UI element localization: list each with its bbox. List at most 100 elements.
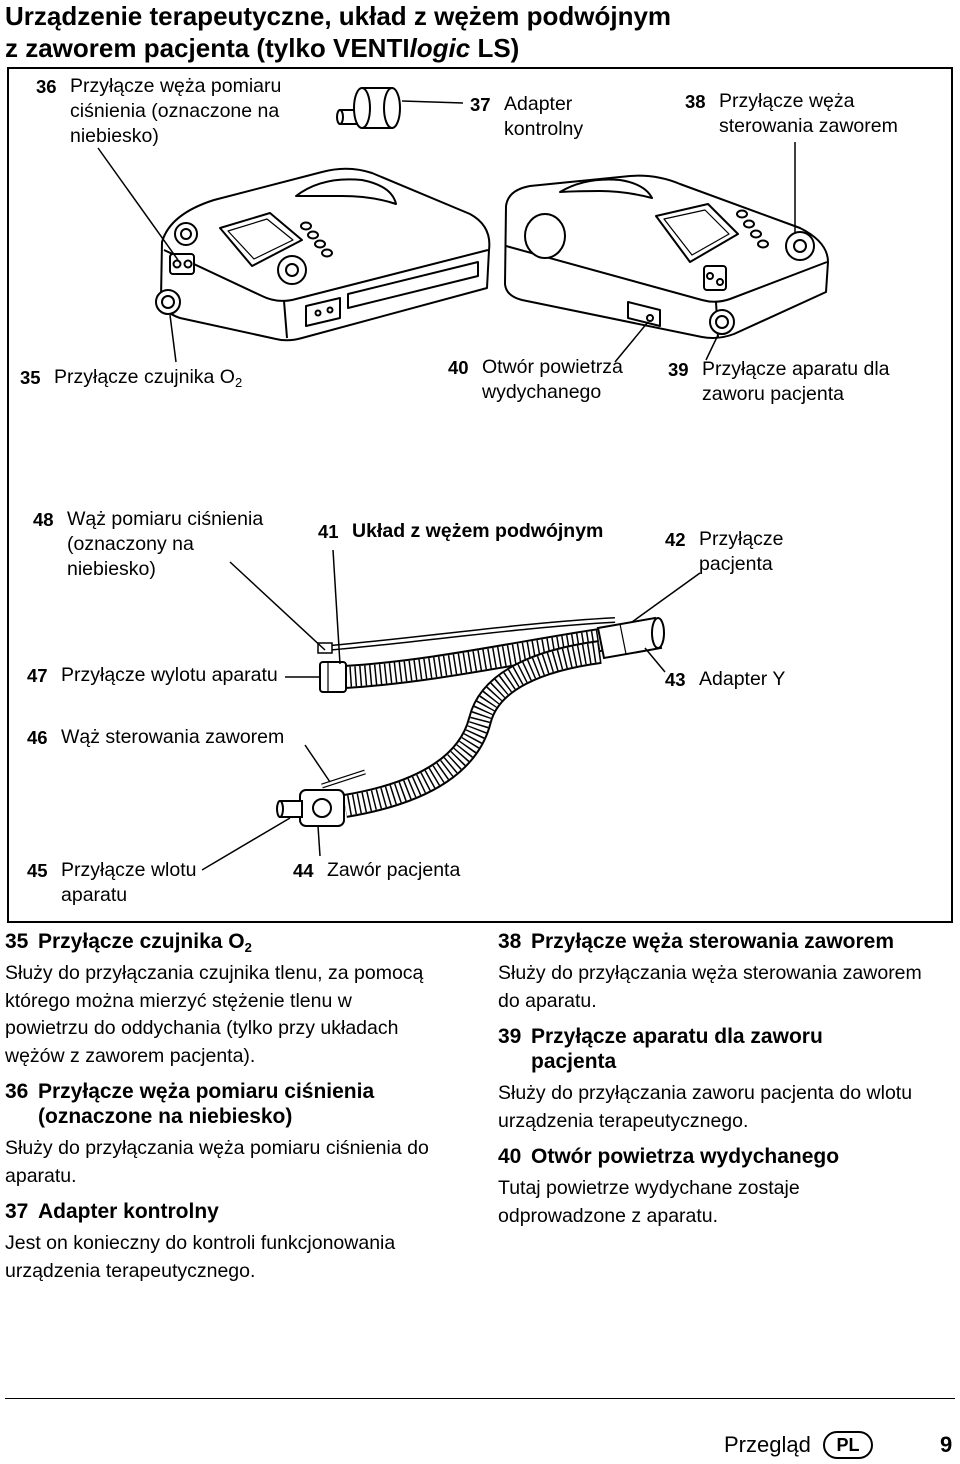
title-brand-italic: logic xyxy=(409,33,471,63)
heading-number: 40 xyxy=(498,1145,522,1168)
callout-lines xyxy=(97,100,796,871)
label-text: Przyłącze węża pomiaru ciśnienia (oznacz… xyxy=(70,75,282,147)
label-number: 37 xyxy=(470,94,491,115)
callout-line-36 xyxy=(97,147,179,261)
description-body-36: Służy do przyłączania węża pomiaru ciśni… xyxy=(5,1137,429,1187)
footer-page-number: 9 xyxy=(940,1432,953,1457)
title-line-2-end: LS) xyxy=(470,33,520,63)
description-body-40: Tutaj powietrze wydychane zostaje odprow… xyxy=(498,1177,800,1227)
label-text-main: Przyłącze czujnika O xyxy=(54,366,235,388)
device-right-illustration xyxy=(504,174,829,339)
figure-label-39: 39 Przyłącze aparatu dla zaworu pacjenta xyxy=(668,357,890,407)
heading-subscript: 2 xyxy=(244,940,252,955)
page-title-line-2: z zaworem pacjenta (tylko VENTIlogic LS) xyxy=(5,32,671,64)
heading-number: 35 xyxy=(5,930,29,953)
hose-system-illustration xyxy=(276,616,665,827)
footer-language-badge: PL xyxy=(823,1431,873,1459)
label-number: 42 xyxy=(665,529,686,550)
figure-label-35: 35 Przyłącze czujnika O2 xyxy=(20,365,242,390)
label-text: Przyłącze wylotu aparatu xyxy=(61,664,278,686)
figure-label-44: 44 Zawór pacjenta xyxy=(293,858,460,883)
description-heading-35: 35 Przyłącze czujnika O2 xyxy=(5,929,485,954)
label-number: 39 xyxy=(668,359,689,380)
callout-line-35 xyxy=(169,314,177,363)
label-text: Wąż sterowania zaworem xyxy=(61,726,285,748)
label-text: Adapter kontrolny xyxy=(504,93,584,140)
figure-label-42: 42 Przyłącze pacjenta xyxy=(665,527,784,577)
callout-line-48 xyxy=(229,561,326,651)
description-heading-38: 38 Przyłącze węża sterowania zaworem xyxy=(498,929,955,954)
heading-title: Przyłącze czujnika O2 xyxy=(38,929,252,954)
figure-label-47: 47 Przyłącze wylotu aparatu xyxy=(27,663,278,688)
callout-line-45 xyxy=(201,817,291,871)
figure-label-48: 48 Wąż pomiaru ciśnienia (oznaczony na n… xyxy=(33,507,263,582)
description-body-35: Służy do przyłączania czujnika tlenu, za… xyxy=(5,962,424,1067)
figure-label-37: 37 Adapter kontrolny xyxy=(470,92,583,142)
label-number: 41 xyxy=(318,521,339,542)
description-column-left: 35 Przyłącze czujnika O2 Służy do przyłą… xyxy=(5,929,485,1294)
label-number: 47 xyxy=(27,665,48,686)
page-title: Urządzenie terapeutyczne, układ z wężem … xyxy=(5,0,671,64)
label-text: Układ z wężem podwójnym xyxy=(352,520,604,542)
label-text: Przyłącze czujnika O2 xyxy=(54,365,242,390)
callout-line-42 xyxy=(631,572,701,623)
label-number: 46 xyxy=(27,727,48,748)
label-number: 38 xyxy=(685,91,706,112)
label-subscript: 2 xyxy=(234,375,243,390)
callout-line-41 xyxy=(332,549,341,665)
callout-line-37 xyxy=(401,100,464,104)
callout-line-43 xyxy=(644,647,666,673)
label-text: Adapter Y xyxy=(699,668,786,690)
label-text: Przyłącze pacjenta xyxy=(699,528,784,575)
label-text: Wąż pomiaru ciśnienia (oznaczony na nieb… xyxy=(67,508,264,580)
figure-label-36: 36 Przyłącze węża pomiaru ciśnienia (ozn… xyxy=(36,74,281,149)
heading-number: 36 xyxy=(5,1080,29,1103)
heading-title: Otwór powietrza wydychanego xyxy=(531,1145,840,1168)
figure-frame xyxy=(7,67,953,923)
footer-section-name: Przegląd xyxy=(724,1432,811,1457)
device-left-illustration xyxy=(155,167,491,342)
heading-title: Przyłącze aparatu dla zaworu pacjenta xyxy=(531,1025,823,1073)
label-number: 48 xyxy=(33,509,54,530)
figure-label-38: 38 Przyłącze węża sterowania zaworem xyxy=(685,89,898,139)
label-number: 44 xyxy=(293,860,314,881)
description-body-37: Jest on konieczny do kontroli funkcjonow… xyxy=(5,1232,396,1282)
label-number: 43 xyxy=(665,669,686,690)
heading-number: 38 xyxy=(498,930,522,953)
label-text: Przyłącze węża sterowania zaworem xyxy=(719,90,898,137)
heading-number: 37 xyxy=(5,1200,29,1223)
label-text: Przyłącze wlotu aparatu xyxy=(61,859,197,906)
figure-label-43: 43 Adapter Y xyxy=(665,667,785,692)
label-text: Otwór powietrza wydychanego xyxy=(482,356,623,403)
description-column-right: 38 Przyłącze węża sterowania zaworem Słu… xyxy=(498,929,955,1239)
adapter-illustration xyxy=(336,87,401,129)
description-heading-36: 36 Przyłącze węża pomiaru ciśnienia (ozn… xyxy=(5,1079,485,1129)
description-heading-39: 39 Przyłącze aparatu dla zaworu pacjenta xyxy=(498,1024,955,1074)
callout-line-40 xyxy=(614,321,649,363)
heading-number: 39 xyxy=(498,1025,522,1048)
figure-label-40: 40 Otwór powietrza wydychanego xyxy=(448,355,623,405)
description-body-39: Służy do przyłączania zaworu pacjenta do… xyxy=(498,1082,913,1132)
heading-title: Przyłącze węża sterowania zaworem xyxy=(531,930,894,953)
figure-label-45: 45 Przyłącze wlotu aparatu xyxy=(27,858,196,908)
callout-line-44 xyxy=(317,825,321,857)
description-heading-40: 40 Otwór powietrza wydychanego xyxy=(498,1144,955,1169)
label-number: 35 xyxy=(20,367,41,388)
heading-title-main: Przyłącze czujnika O xyxy=(38,930,245,953)
title-line-2-start: z zaworem pacjenta (tylko VENTI xyxy=(5,33,410,63)
label-number: 36 xyxy=(36,76,57,97)
heading-title: Adapter kontrolny xyxy=(38,1200,219,1223)
heading-title: Przyłącze węża pomiaru ciśnienia (oznacz… xyxy=(38,1080,375,1128)
callout-line-39 xyxy=(705,334,719,361)
footer-divider xyxy=(5,1398,955,1399)
description-body-38: Służy do przyłączania węża sterowania za… xyxy=(498,962,922,1012)
label-text: Przyłącze aparatu dla zaworu pacjenta xyxy=(702,358,890,405)
figure-label-46: 46 Wąż sterowania zaworem xyxy=(27,725,284,750)
description-heading-37: 37 Adapter kontrolny xyxy=(5,1199,485,1224)
label-number: 45 xyxy=(27,860,48,881)
label-number: 40 xyxy=(448,357,469,378)
figure-label-41: 41 Układ z wężem podwójnym xyxy=(318,519,603,544)
page-title-line-1: Urządzenie terapeutyczne, układ z wężem … xyxy=(5,1,672,31)
figure-drawing xyxy=(7,67,953,923)
label-text: Zawór pacjenta xyxy=(327,859,461,881)
